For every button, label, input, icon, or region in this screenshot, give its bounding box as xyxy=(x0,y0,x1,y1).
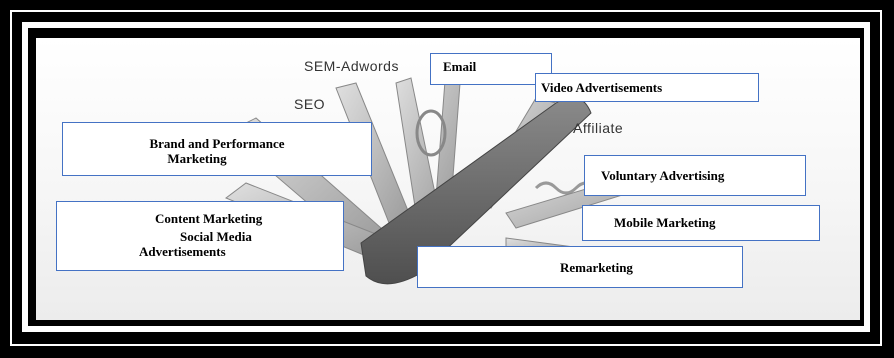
brand-performance-box: Brand and Performance Marketing xyxy=(62,122,372,176)
email-box: Email xyxy=(430,53,552,85)
sem-adwords-label: SEM-Adwords xyxy=(304,58,399,74)
remarketing-text: Remarketing xyxy=(560,260,633,275)
affiliate-label: Affiliate xyxy=(573,120,624,136)
content-social-box: Content Marketing Social Media Advertise… xyxy=(56,201,344,271)
video-advertisements-box: Video Advertisements xyxy=(535,73,759,102)
brand-line1: Brand and Performance xyxy=(149,136,285,151)
voluntary-advertising-box: Voluntary Advertising xyxy=(584,155,806,196)
email-text: Email xyxy=(443,59,477,74)
social-media-line2: Advertisements xyxy=(139,243,226,259)
brand-line2: Marketing xyxy=(167,150,227,166)
social-media-line1: Social Media xyxy=(180,228,252,244)
remarketing-box: Remarketing xyxy=(417,246,743,288)
diagram-canvas: SEM-Adwords SEO Affiliate Email Video Ad… xyxy=(36,38,860,320)
voluntary-advertising-text: Voluntary Advertising xyxy=(601,168,725,183)
mobile-marketing-box: Mobile Marketing xyxy=(582,205,820,241)
seo-label: SEO xyxy=(294,96,326,112)
video-advertisements-text: Video Advertisements xyxy=(541,80,663,95)
swiss-army-knife-illustration xyxy=(224,67,662,285)
content-marketing-text: Content Marketing xyxy=(155,211,263,226)
mobile-marketing-text: Mobile Marketing xyxy=(614,215,716,230)
